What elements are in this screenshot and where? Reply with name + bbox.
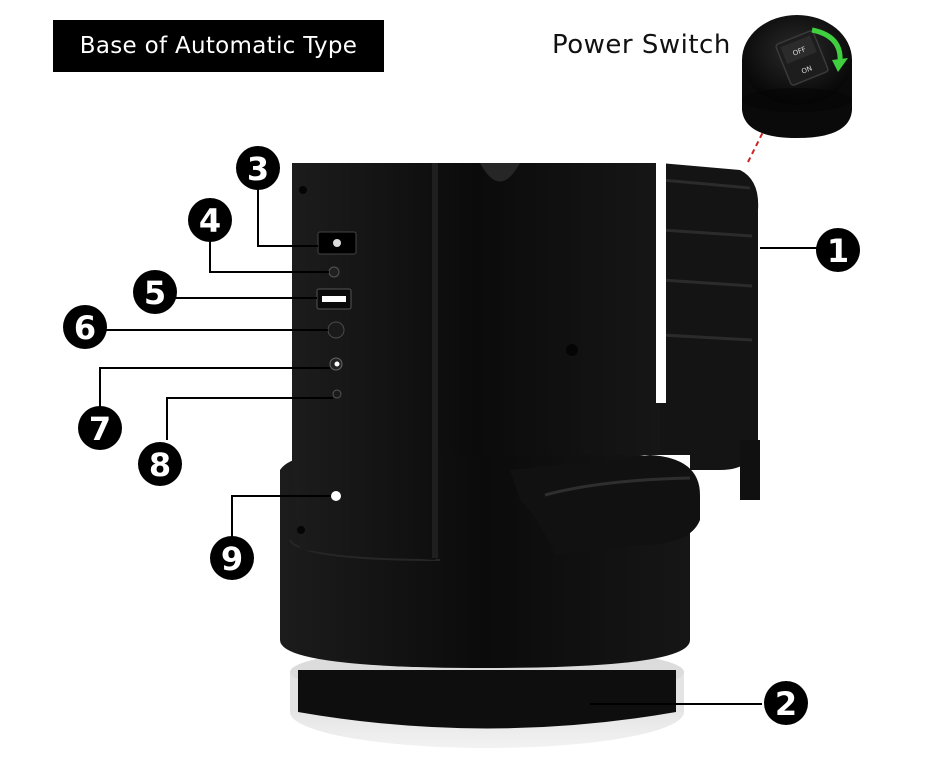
- power-switch-label: Power Switch: [552, 30, 731, 60]
- rotate-arrow-icon: [811, 27, 843, 63]
- switch-on-text: ON: [800, 64, 813, 75]
- callout-8: 8: [138, 442, 182, 486]
- callout-5: 5: [133, 270, 177, 314]
- svg-text:6: 6: [74, 309, 96, 347]
- svg-text:2: 2: [775, 685, 797, 723]
- callout-4: 4: [188, 198, 232, 242]
- svg-text:1: 1: [827, 232, 849, 270]
- callout-1: 1: [816, 228, 860, 272]
- rocker-switch: OFF ON: [775, 30, 829, 86]
- port-9-light: [331, 491, 341, 501]
- port-6: [327, 321, 345, 339]
- callout-2: 2: [764, 681, 808, 725]
- port-4: [328, 266, 340, 278]
- diagram-title: Base of Automatic Type: [53, 20, 384, 72]
- handle: [656, 163, 760, 500]
- screw-hole: [566, 344, 578, 356]
- foot-lever: [510, 455, 700, 555]
- power-switch-inset: OFF ON: [742, 15, 852, 138]
- port-8: [332, 389, 342, 399]
- svg-text:4: 4: [199, 202, 221, 240]
- callout-6: 6: [63, 305, 107, 349]
- callout-badges: 1 2 3 4 5 6 7 8: [63, 146, 860, 725]
- callout-7: 7: [78, 406, 122, 450]
- svg-text:5: 5: [144, 274, 166, 312]
- ports: [316, 231, 357, 501]
- svg-text:9: 9: [221, 540, 243, 578]
- svg-text:3: 3: [247, 150, 269, 188]
- callout-9: 9: [210, 536, 254, 580]
- base-plate: [290, 646, 684, 748]
- leader-lines: [99, 188, 818, 705]
- callout-3: 3: [236, 146, 280, 190]
- svg-text:7: 7: [89, 410, 111, 448]
- main-body: [292, 163, 660, 560]
- diagram-title-text: Base of Automatic Type: [79, 33, 358, 59]
- svg-text:8: 8: [149, 446, 171, 484]
